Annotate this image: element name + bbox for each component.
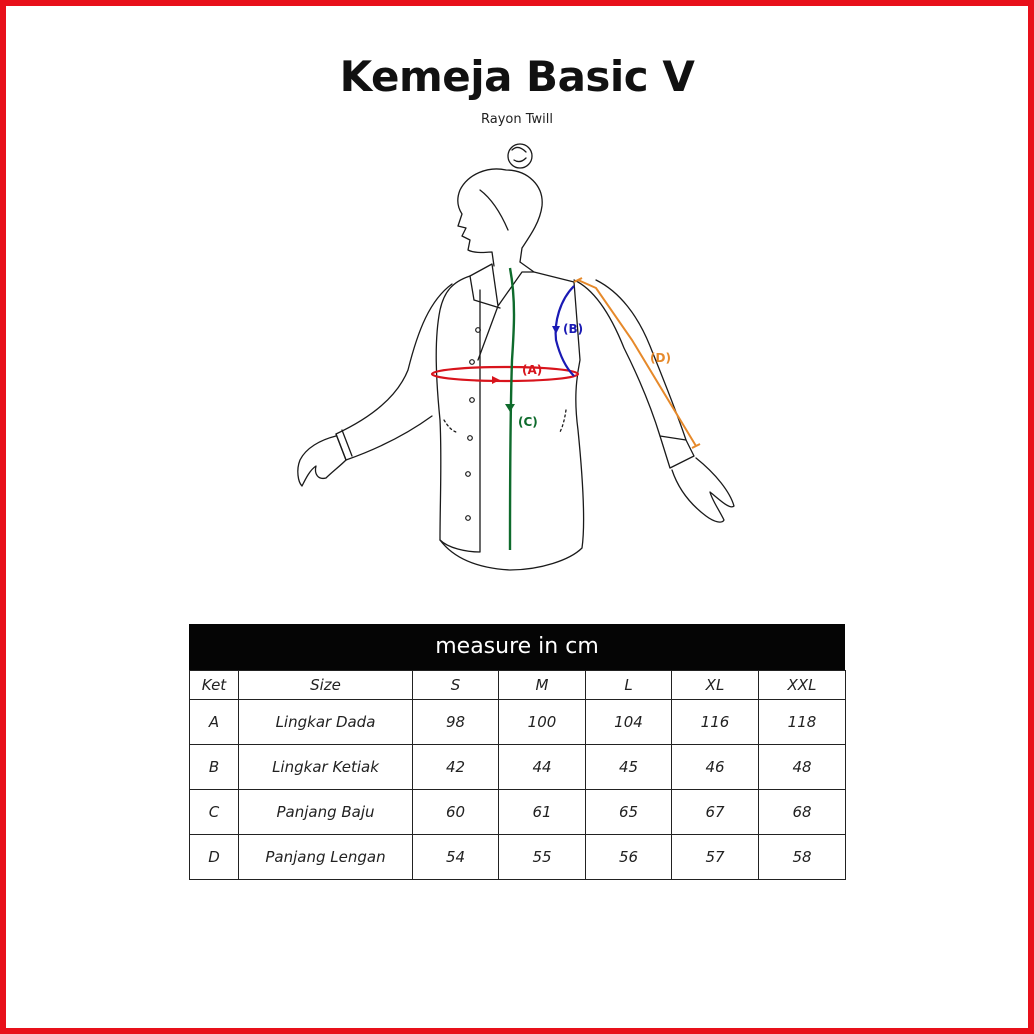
- placket-outline: [439, 289, 481, 553]
- product-title: Kemeja Basic V: [339, 52, 695, 101]
- left-sleeve-outline: [335, 283, 453, 461]
- value-cell: 44: [498, 744, 586, 790]
- value-cell: 46: [671, 744, 759, 790]
- value-cell: 42: [412, 744, 499, 790]
- right-hand-outline: [671, 457, 735, 523]
- value-cell: 116: [671, 699, 759, 745]
- measure-a-label: (A): [522, 363, 542, 377]
- collar-outline: [469, 261, 535, 361]
- size-name-cell: Panjang Lengan: [238, 834, 413, 880]
- size-table: Ket Size S M L XL XXL A Lingkar Dada 98 …: [189, 670, 846, 880]
- hair-line: [479, 189, 509, 231]
- shirt-measurement-illustration: (A) (B) (C) (D): [297, 143, 735, 571]
- table-row: A Lingkar Dada 98 100 104 116 118: [189, 699, 846, 745]
- value-cell: 61: [498, 789, 586, 835]
- measure-d-label: (D): [650, 351, 671, 365]
- column-header: Size: [238, 670, 413, 700]
- right-seam-dots: [559, 409, 567, 433]
- product-subtitle: Rayon Twill: [481, 112, 553, 127]
- value-cell: 68: [758, 789, 846, 835]
- measure-d-sleeve-line: [573, 277, 701, 449]
- value-cell: 98: [412, 699, 499, 745]
- column-header: Ket: [189, 670, 239, 700]
- ket-cell: B: [189, 744, 239, 790]
- ket-cell: C: [189, 789, 239, 835]
- size-name-cell: Lingkar Dada: [238, 699, 413, 745]
- right-cuff-outline: [659, 435, 695, 469]
- shirt-buttons: [465, 327, 481, 521]
- measure-c-label: (C): [518, 415, 538, 429]
- value-cell: 118: [758, 699, 846, 745]
- value-cell: 45: [585, 744, 672, 790]
- ket-cell: A: [189, 699, 239, 745]
- value-cell: 65: [585, 789, 672, 835]
- head-outline: [457, 168, 543, 267]
- measure-c-length-line: [505, 267, 516, 551]
- left-cuff-outline: [335, 429, 353, 461]
- size-name-cell: Panjang Baju: [238, 789, 413, 835]
- value-cell: 54: [412, 834, 499, 880]
- table-row: D Panjang Lengan 54 55 56 57 58: [189, 834, 846, 880]
- value-cell: 100: [498, 699, 586, 745]
- value-cell: 55: [498, 834, 586, 880]
- column-header: XL: [671, 670, 759, 700]
- column-header: XXL: [758, 670, 846, 700]
- column-header: L: [585, 670, 672, 700]
- measure-a-chest-line: [430, 365, 580, 384]
- table-row: C Panjang Baju 60 61 65 67 68: [189, 789, 846, 835]
- value-cell: 104: [585, 699, 672, 745]
- table-header-row: Ket Size S M L XL XXL: [189, 670, 846, 700]
- table-row: B Lingkar Ketiak 42 44 45 46 48: [189, 744, 846, 790]
- measure-b-label: (B): [563, 322, 583, 336]
- value-cell: 57: [671, 834, 759, 880]
- value-cell: 67: [671, 789, 759, 835]
- size-name-cell: Lingkar Ketiak: [238, 744, 413, 790]
- left-seam-dots: [443, 419, 457, 433]
- value-cell: 58: [758, 834, 846, 880]
- size-chart-header: measure in cm: [189, 624, 845, 670]
- column-header: S: [412, 670, 499, 700]
- size-chart: measure in cm Ket Size S M L XL XXL A Li…: [189, 624, 846, 880]
- column-header: M: [498, 670, 586, 700]
- hair-bun-outline: [507, 143, 533, 169]
- left-hand-outline: [297, 435, 347, 487]
- ket-cell: D: [189, 834, 239, 880]
- value-cell: 60: [412, 789, 499, 835]
- value-cell: 48: [758, 744, 846, 790]
- shirt-body-outline: [435, 271, 585, 571]
- value-cell: 56: [585, 834, 672, 880]
- measure-b-armpit-line: [552, 285, 575, 377]
